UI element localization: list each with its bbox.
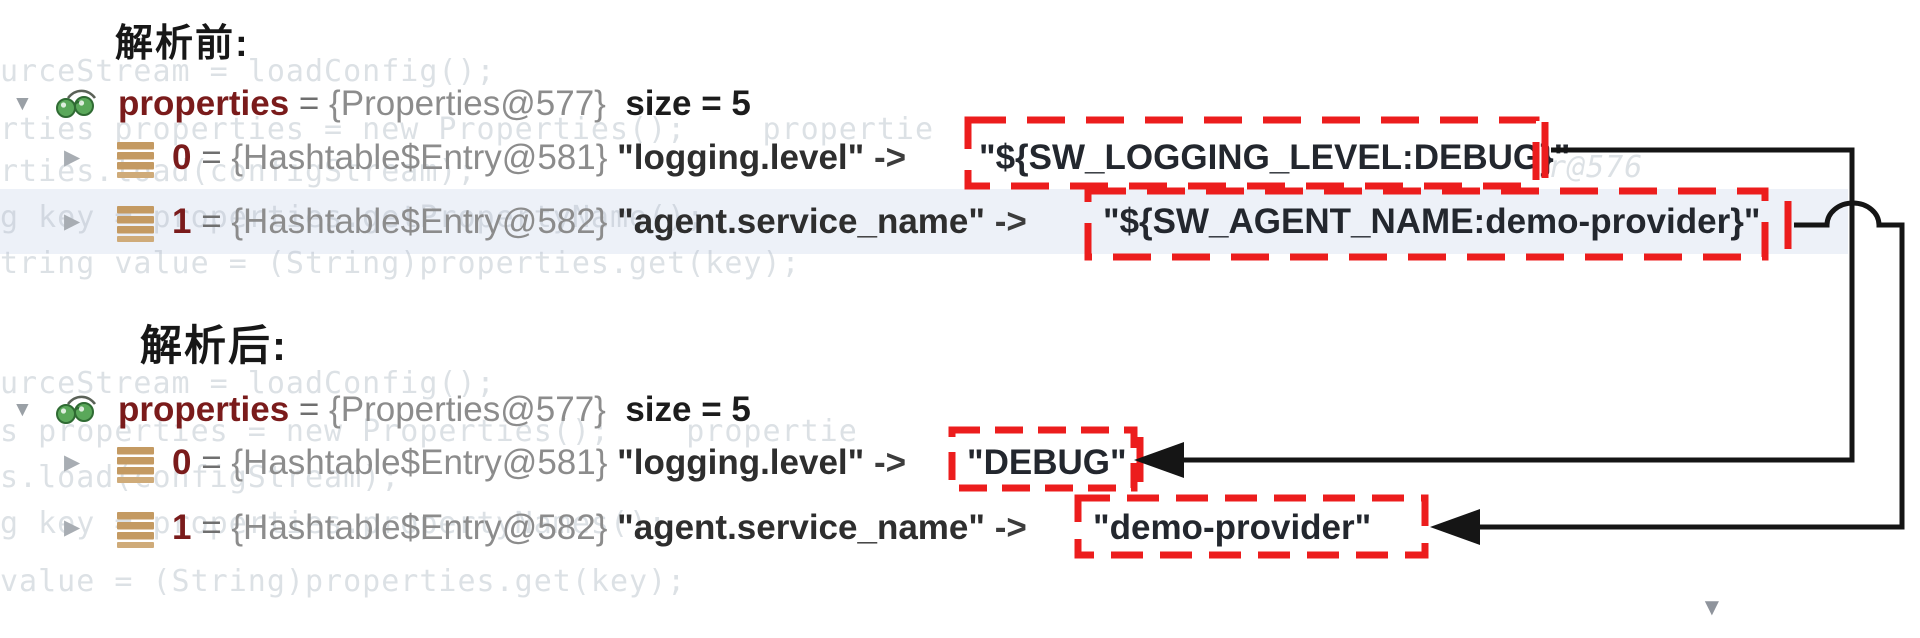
array-entry-icon <box>117 142 154 178</box>
object-reference: {Hashtable$Entry@581} <box>231 443 608 482</box>
object-reference: {Hashtable$Entry@582} <box>231 508 608 547</box>
equals-sign: = <box>289 390 330 429</box>
entry-index: 0 <box>172 138 192 177</box>
ghost-code-line: s properties = new Properties(); propert… <box>0 414 858 449</box>
variable-row-text: 1 = {Hashtable$Entry@582} "agent.service… <box>172 506 1037 550</box>
entry-index: 1 <box>172 202 192 241</box>
expand-caret-icon[interactable]: ▶ <box>64 146 81 169</box>
ghost-code-line: value = (String)properties.get(key); <box>0 564 687 599</box>
variable-name: properties <box>118 390 290 429</box>
variable-name: properties <box>118 84 290 123</box>
variable-row-text: properties = {Properties@577} size = 5 <box>118 82 751 126</box>
entry-index: 1 <box>172 508 192 547</box>
maps-to-arrow: -> <box>984 508 1037 547</box>
value-before-logging-level: "${SW_LOGGING_LEVEL:DEBUG}" <box>979 138 1571 177</box>
ghost-code-line: rties.load(configStream); <box>0 154 477 189</box>
before-section-title: 解析前: <box>115 23 250 65</box>
variable-row-text: 0 = {Hashtable$Entry@581} "logging.level… <box>172 136 916 180</box>
ghost-code-line: g key = properties.propertyNames(); <box>0 506 668 541</box>
value-before-agent-name: "${SW_AGENT_NAME:demo-provider}" <box>1103 202 1761 241</box>
ghost-code-line: urceStream = loadConfig(); <box>0 366 496 401</box>
maps-to-arrow: -> <box>864 138 916 177</box>
object-reference: {Hashtable$Entry@581} <box>231 138 608 177</box>
expand-caret-icon[interactable]: ▶ <box>64 516 81 539</box>
expand-caret-icon[interactable]: ▶ <box>64 210 81 233</box>
variable-row-entry0[interactable]: ▶ 0 = {Hashtable$Entry@581} "logging.lev… <box>0 441 1920 485</box>
object-reference: {Hashtable$Entry@582} <box>231 202 608 241</box>
array-entry-icon <box>117 447 154 483</box>
variable-row-entry0[interactable]: ▶ 0 = {Hashtable$Entry@581} "logging.lev… <box>0 136 1920 180</box>
entry-index: 0 <box>172 443 192 482</box>
equals-sign: = <box>191 443 232 482</box>
ghost-code-line: s.load(configStream); <box>0 460 401 495</box>
expand-caret-icon[interactable]: ▼ <box>12 398 33 421</box>
entry-key: "agent.service_name" <box>607 508 985 547</box>
after-section-title: 解析后: <box>140 322 288 369</box>
variable-row-properties[interactable]: ▼ properties = {Properties@577} size = 5 <box>0 82 1920 126</box>
watch-glasses-icon <box>56 89 97 118</box>
variable-row-text: properties = {Properties@577} size = 5 <box>118 388 751 432</box>
array-entry-icon <box>117 512 154 548</box>
expand-caret-icon[interactable]: ▶ <box>64 451 81 474</box>
scroll-down-indicator-icon: ▼ <box>1700 594 1724 621</box>
ghost-code-line: rties properties = new Properties(); pro… <box>0 112 935 147</box>
maps-to-arrow: -> <box>984 202 1037 241</box>
variable-row-properties[interactable]: ▼ properties = {Properties@577} size = 5 <box>0 388 1920 432</box>
watch-glasses-icon <box>56 395 97 424</box>
collection-size: size = 5 <box>605 84 751 123</box>
ghost-code-line: urceStream = loadConfig(); <box>0 54 496 89</box>
maps-to-arrow: -> <box>864 443 916 482</box>
variable-row-text: 0 = {Hashtable$Entry@581} "logging.level… <box>172 441 916 485</box>
object-reference: {Properties@577} <box>329 84 606 123</box>
entry-key: "logging.level" <box>607 443 865 482</box>
entry-key: "agent.service_name" <box>607 202 985 241</box>
object-reference: {Properties@577} <box>329 390 606 429</box>
variable-row-text: 1 = {Hashtable$Entry@582} "agent.service… <box>172 200 1037 244</box>
variable-row-entry1[interactable]: ▶ 1 = {Hashtable$Entry@582} "agent.servi… <box>0 506 1920 550</box>
entry-key: "logging.level" <box>607 138 865 177</box>
equals-sign: = <box>191 202 232 241</box>
variable-row-entry1[interactable]: ▶ 1 = {Hashtable$Entry@582} "agent.servi… <box>0 200 1920 244</box>
ghost-code-line: g key = properties.getPropertyName(); <box>0 200 706 235</box>
array-entry-icon <box>117 206 154 242</box>
value-after-logging-level: "DEBUG" <box>967 443 1127 482</box>
equals-sign: = <box>289 84 330 123</box>
value-after-agent-name: "demo-provider" <box>1093 508 1372 547</box>
equals-sign: = <box>191 508 232 547</box>
equals-sign: = <box>191 138 232 177</box>
expand-caret-icon[interactable]: ▼ <box>12 92 33 115</box>
ghost-code-line: tring value = (String)properties.get(key… <box>0 246 801 281</box>
collection-size: size = 5 <box>605 390 751 429</box>
